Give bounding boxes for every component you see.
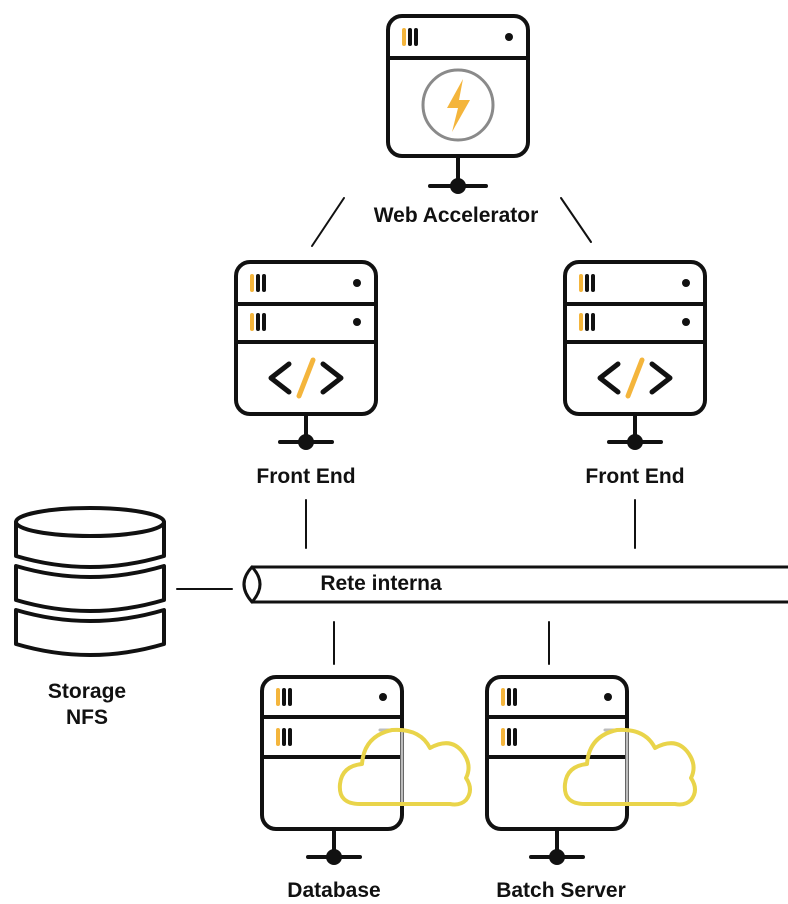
- web-accelerator-server: [386, 14, 530, 194]
- internal-network-pipe: [242, 565, 788, 604]
- storage-nfs-icon: [14, 506, 166, 657]
- storage-label-line1: Storage: [47, 680, 127, 703]
- lightning-icon: [421, 68, 495, 142]
- cloud-icon: [562, 727, 697, 807]
- front-end-server-right: [563, 260, 707, 450]
- batch-server: [485, 675, 629, 865]
- network-label: Rete interna: [320, 572, 442, 595]
- code-icon: [597, 357, 673, 399]
- front-end-right-label: Front End: [585, 465, 685, 488]
- front-end-server-left: [234, 260, 378, 450]
- batch-server-label: Batch Server: [496, 879, 626, 902]
- storage-label-line2: NFS: [66, 706, 108, 729]
- code-icon: [268, 357, 344, 399]
- cloud-icon: [337, 727, 472, 807]
- database-label: Database: [287, 879, 381, 902]
- web-accelerator-label: Web Accelerator: [373, 204, 539, 227]
- front-end-left-label: Front End: [256, 465, 356, 488]
- database-server: [260, 675, 404, 865]
